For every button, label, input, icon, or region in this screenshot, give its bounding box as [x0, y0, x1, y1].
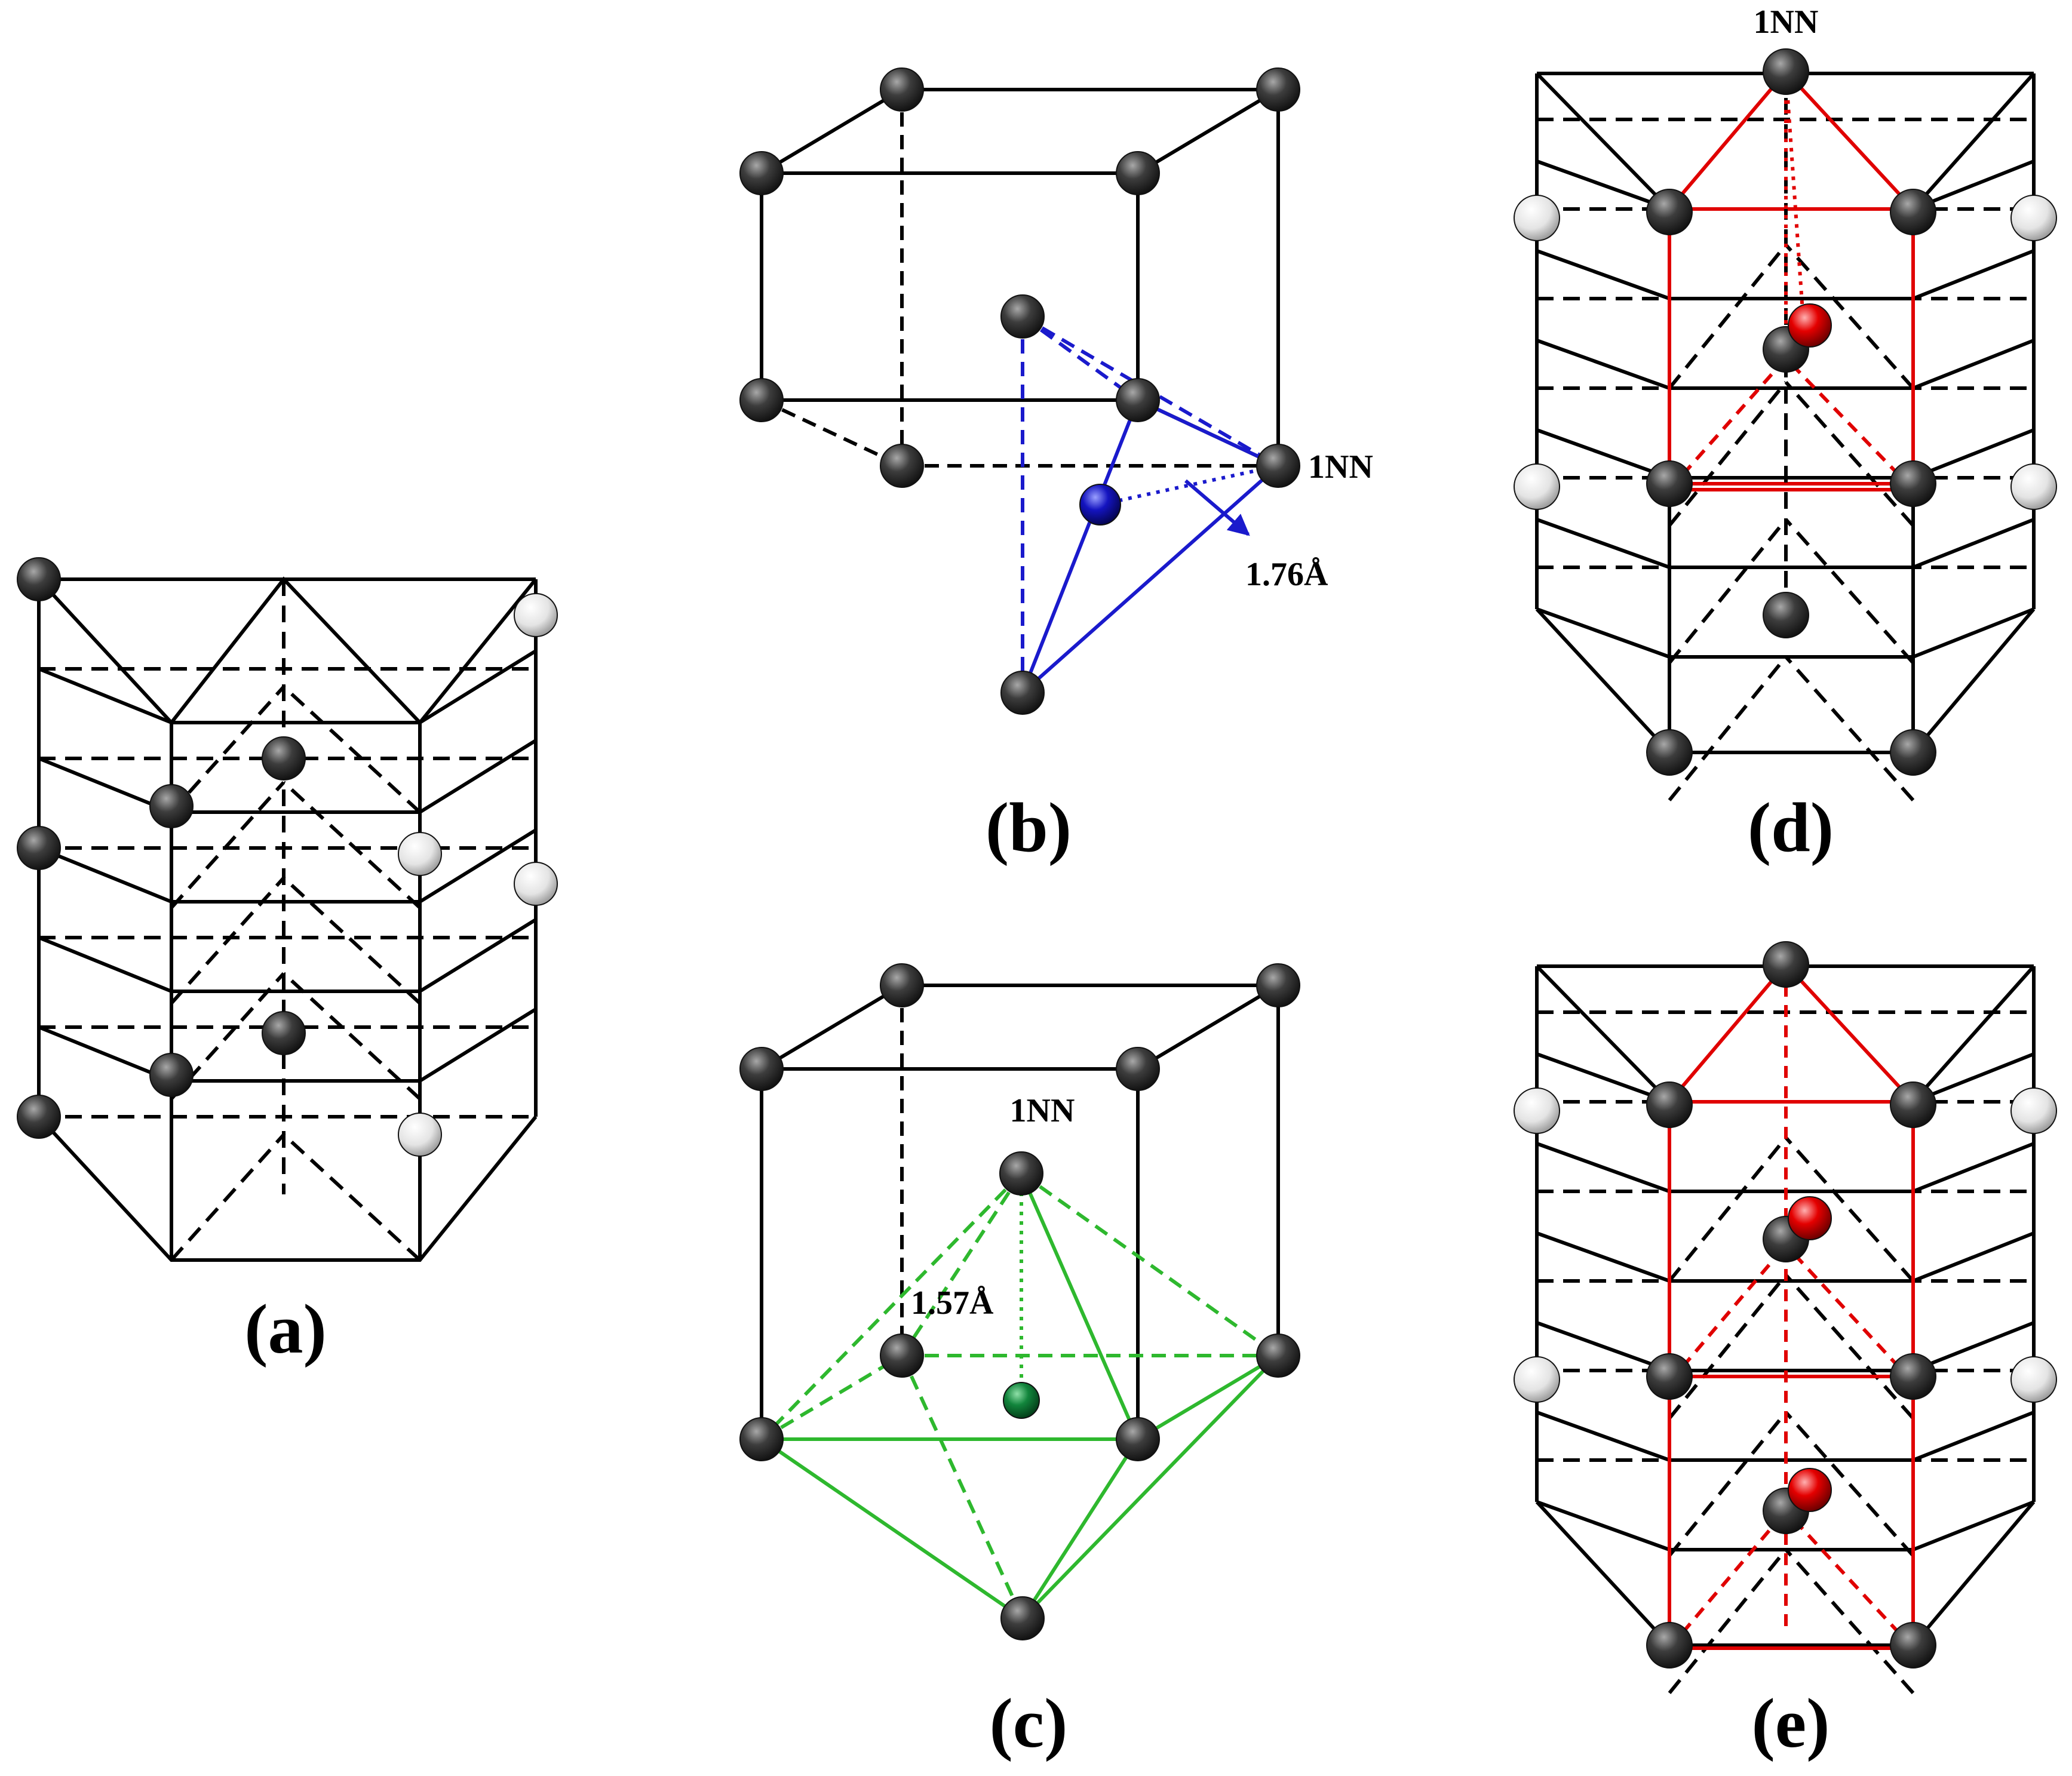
- host-atom: [149, 1053, 194, 1097]
- panel-c-atoms: [739, 963, 1300, 1640]
- panel-b-tetrahedral-site: [760, 88, 1285, 695]
- host-atom: [1646, 1081, 1693, 1128]
- host-atom: [262, 1011, 306, 1055]
- host-atom: [1763, 941, 1809, 988]
- host-atom: [999, 1151, 1043, 1196]
- host-atom: [880, 67, 924, 112]
- substitutional-atom: [1514, 1087, 1560, 1134]
- host-atom: [262, 736, 306, 781]
- panel-d-atoms: [1514, 48, 2057, 776]
- host-atom: [1000, 1596, 1045, 1640]
- host-atom: [1646, 729, 1693, 776]
- panel-c-label: (c): [990, 1684, 1068, 1762]
- panel-e-label: (e): [1752, 1684, 1830, 1762]
- host-atom: [1890, 460, 1936, 507]
- host-atom: [1890, 729, 1936, 776]
- substitutional-atom: [1514, 463, 1560, 510]
- host-atom: [1646, 1353, 1693, 1400]
- host-atom: [1000, 294, 1045, 339]
- panel-d-basal-site: [1535, 70, 2036, 801]
- panel-b-distance-label: 1.76Å: [1245, 556, 1328, 593]
- basal-solute-atom: [1788, 303, 1832, 348]
- host-atom: [17, 826, 61, 870]
- substitutional-atom: [2010, 195, 2057, 241]
- panel-a-atoms: [17, 557, 558, 1157]
- host-atom: [739, 1047, 784, 1091]
- substitutional-atom: [2010, 1356, 2057, 1403]
- panel-e-basal-pair: [1535, 963, 2036, 1694]
- host-atom: [1116, 151, 1160, 195]
- substitutional-atom: [398, 1113, 442, 1157]
- host-atom: [1890, 1622, 1936, 1669]
- host-atom: [1763, 48, 1809, 95]
- host-atom: [880, 1333, 924, 1378]
- substitutional-atom: [514, 593, 558, 637]
- host-atom: [17, 1095, 61, 1139]
- host-atom: [1116, 1047, 1160, 1091]
- tetrahedral-solute-atom: [1079, 484, 1121, 526]
- host-atom: [1256, 963, 1300, 1007]
- substitutional-atom: [1514, 1356, 1560, 1403]
- host-atom: [739, 151, 784, 195]
- substitutional-atom: [1514, 195, 1560, 241]
- panel-e-atoms: [1514, 941, 2057, 1669]
- host-atom: [1116, 378, 1160, 422]
- panel-b-site-label: 1NN: [1308, 448, 1373, 486]
- host-atom: [739, 378, 784, 422]
- panel-c-site-label: 1NN: [1010, 1092, 1075, 1129]
- panel-a-label: (a): [244, 1290, 327, 1368]
- host-atom: [1000, 671, 1045, 715]
- substitutional-atom: [2010, 1087, 2057, 1134]
- host-atom: [149, 784, 194, 828]
- host-atom: [1890, 189, 1936, 235]
- host-atom: [1256, 1333, 1300, 1378]
- basal-solute-atom: [1788, 1468, 1832, 1512]
- host-atom: [1256, 444, 1300, 488]
- panel-b-atoms: [739, 67, 1300, 715]
- host-atom: [1116, 1417, 1160, 1461]
- basal-solute-atom: [1788, 1196, 1832, 1240]
- panel-c-distance-label: 1.57Å: [911, 1285, 994, 1322]
- host-atom: [1256, 67, 1300, 112]
- panel-c-octahedral-site: [760, 984, 1285, 1620]
- host-atom: [880, 963, 924, 1007]
- host-atom: [739, 1417, 784, 1461]
- host-atom: [1890, 1081, 1936, 1128]
- substitutional-atom: [2010, 463, 2057, 510]
- panel-a-hcp-prism: [37, 576, 538, 1262]
- host-atom: [1890, 1353, 1936, 1400]
- host-atom: [1763, 592, 1809, 638]
- substitutional-atom: [514, 862, 558, 906]
- octahedral-solute-atom: [1003, 1382, 1040, 1419]
- panel-b-label: (b): [986, 788, 1072, 867]
- panel-d-site-label: 1NN: [1754, 4, 1819, 41]
- substitutional-atom: [398, 832, 442, 876]
- host-atom: [1646, 1622, 1693, 1669]
- host-atom: [1646, 460, 1693, 507]
- host-atom: [1646, 189, 1693, 235]
- host-atom: [880, 444, 924, 488]
- host-atom: [17, 557, 61, 601]
- panel-d-label: (d): [1748, 788, 1834, 867]
